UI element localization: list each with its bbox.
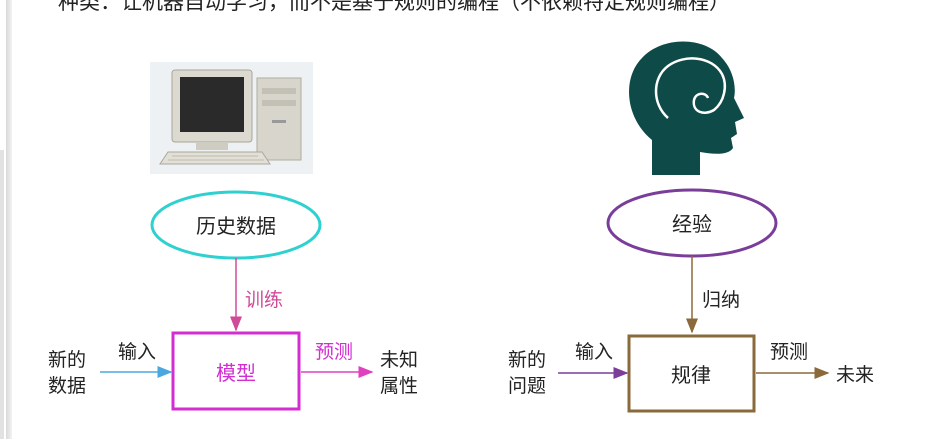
rule-label: 规律 — [671, 363, 711, 387]
top-caption: 种类：让机器自动学习，而不是基于规则的编程（不依赖特定规则编程） — [58, 0, 730, 14]
input-label-left: 输入 — [118, 341, 156, 363]
unknown-attr-line1: 未知 — [380, 349, 418, 371]
unknown-attr-line2: 属性 — [380, 375, 418, 397]
input-label-right: 输入 — [575, 341, 613, 363]
train-label: 训练 — [245, 289, 283, 311]
new-data-label-line1: 新的 — [48, 349, 86, 371]
history-data-label: 历史数据 — [196, 214, 276, 238]
predict-label-right: 预测 — [770, 341, 808, 363]
experience-label: 经验 — [672, 212, 712, 236]
new-data-label-line2: 数据 — [48, 375, 86, 397]
human-head-icon — [629, 41, 744, 175]
computer-icon — [150, 62, 313, 174]
left-edge-shadow-lower — [0, 150, 4, 439]
future-label: 未来 — [836, 364, 874, 386]
rule-node — [627, 334, 756, 413]
induce-label: 归纳 — [702, 289, 740, 311]
new-problem-label-line1: 新的 — [508, 349, 546, 371]
new-problem-label-line2: 问题 — [508, 375, 546, 397]
predict-label-left: 预测 — [315, 341, 353, 363]
model-label: 模型 — [216, 361, 256, 385]
left-edge-shadow — [6, 0, 12, 439]
model-node — [171, 331, 301, 411]
